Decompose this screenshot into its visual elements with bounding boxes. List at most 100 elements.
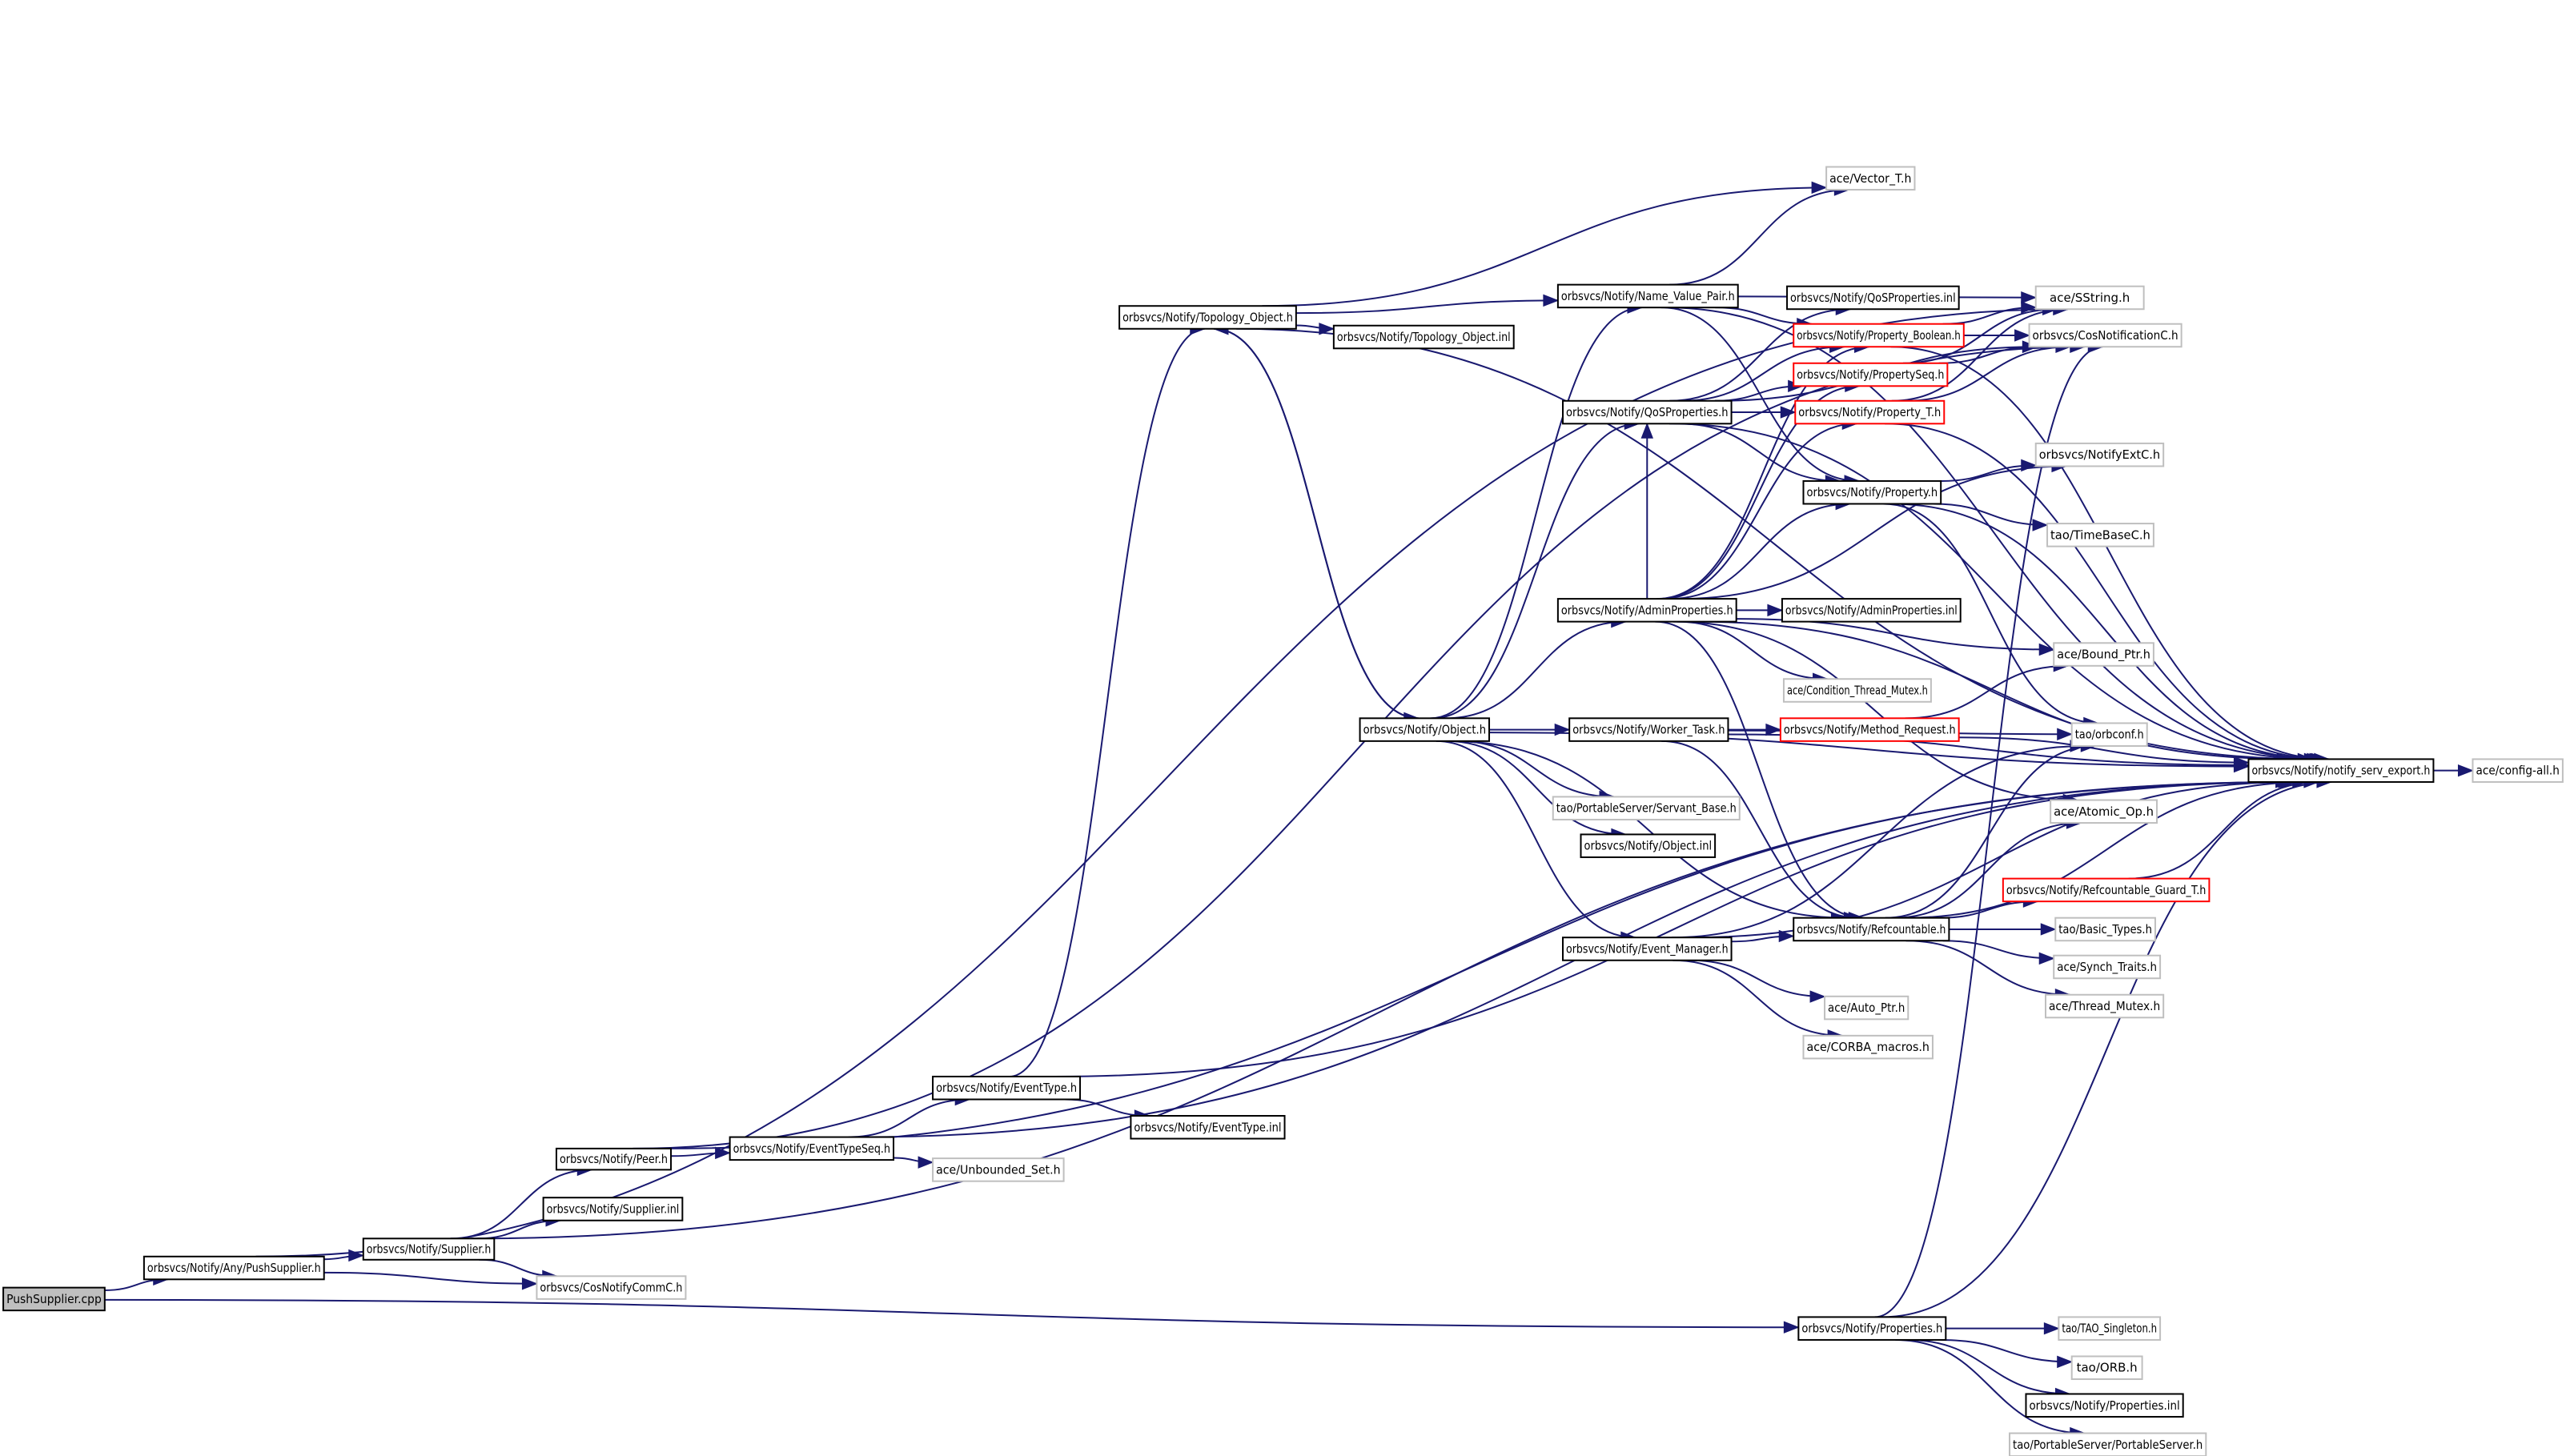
node-label: ace/Auto_Ptr.h [1828, 1001, 1905, 1016]
edge-line [1656, 346, 1869, 600]
node-label: orbsvcs/Notify/QoSProperties.inl [1790, 291, 1956, 305]
node-label: orbsvcs/Notify/Peer.h [560, 1152, 668, 1166]
graph-node[interactable]: orbsvcs/CosNotificationC.h [2028, 323, 2183, 348]
edge-line [1009, 327, 1205, 1077]
graph-node[interactable]: ace/Bound_Ptr.h [2053, 642, 2154, 667]
graph-node[interactable]: orbsvcs/Notify/Property_T.h [1794, 399, 1946, 425]
dependency-edge [1731, 929, 1795, 943]
node-box [1580, 833, 1717, 858]
node-label: tao/TAO_Singleton.h [2062, 1322, 2157, 1337]
graph-node[interactable]: ace/SString.h [2034, 285, 2145, 311]
graph-node[interactable]: ace/Thread_Mutex.h [2045, 993, 2165, 1019]
node-label: orbsvcs/Notify/Name_Value_Pair.h [1561, 289, 1735, 304]
dependency-edge [1432, 417, 1640, 720]
graph-node[interactable]: tao/ORB.h [2070, 1355, 2143, 1381]
dependency-edge [1940, 1338, 2074, 1369]
graph-node[interactable]: orbsvcs/Notify/Supplier.inl [542, 1197, 684, 1221]
graph-node[interactable]: orbsvcs/Notify/Name_Value_Pair.h [1556, 283, 1739, 309]
graph-node[interactable]: orbsvcs/Notify/Properties.h [1797, 1316, 1947, 1341]
graph-node[interactable]: ace/Synch_Traits.h [2053, 954, 2162, 980]
arrowhead-icon [2021, 291, 2038, 304]
graph-node[interactable]: tao/Basic_Types.h [2054, 917, 2156, 942]
graph-node[interactable]: orbsvcs/Notify/Any/PushSupplier.h [143, 1255, 325, 1281]
graph-node[interactable]: orbsvcs/Notify/Refcountable.h [1793, 917, 1950, 942]
graph-node[interactable]: tao/TimeBaseC.h [2046, 523, 2154, 548]
graph-node[interactable]: tao/PortableServer/PortableServer.h [2009, 1432, 2207, 1456]
graph-node[interactable]: orbsvcs/Notify/PropertySeq.h [1793, 362, 1949, 387]
graph-node[interactable]: tao/TAO_Singleton.h [2058, 1316, 2162, 1341]
node-box [1797, 1316, 1947, 1341]
graph-node[interactable]: orbsvcs/Notify/EventType.inl [1130, 1115, 1286, 1140]
graph-node[interactable]: orbsvcs/Notify/EventType.h [932, 1075, 1082, 1101]
node-label: ace/config-all.h [2476, 764, 2559, 778]
graph-node[interactable]: orbsvcs/Notify/Object.h [1359, 717, 1491, 742]
node-box [2050, 799, 2158, 824]
dependency-edge [671, 1146, 732, 1160]
node-label: ace/Condition_Thread_Mutex.h [1787, 684, 1928, 699]
graph-node[interactable]: orbsvcs/Notify/Properties.inl [2025, 1393, 2184, 1418]
graph-node[interactable]: orbsvcs/Notify/Topology_Object.inl [1332, 324, 1515, 350]
graph-node[interactable]: orbsvcs/Notify/QoSProperties.h [1562, 399, 1733, 425]
edge-line [1681, 346, 1845, 402]
graph-node[interactable]: tao/orbconf.h [2070, 722, 2148, 747]
node-box [1562, 399, 1733, 425]
edge-line [1295, 299, 1558, 315]
dependency-edge [1881, 776, 2333, 1318]
graph-node[interactable]: ace/CORBA_macros.h [1802, 1034, 1934, 1060]
graph-node[interactable]: orbsvcs/Notify/Event_Manager.h [1562, 937, 1733, 961]
edge-line [1696, 620, 2292, 760]
graph-node[interactable]: orbsvcs/Notify/EventTypeSeq.h [729, 1136, 895, 1161]
dependency-edge [104, 1298, 1800, 1334]
node-box [2, 1286, 106, 1312]
graph-node[interactable]: ace/Atomic_Op.h [2050, 799, 2158, 824]
graph-node[interactable]: ace/Vector_T.h [1825, 166, 1916, 191]
graph-node[interactable]: orbsvcs/Notify/Property_Boolean.h [1793, 323, 1965, 348]
graph-node[interactable]: orbsvcs/Notify/Worker_Task.h [1568, 717, 1729, 742]
node-box [555, 1147, 673, 1171]
node-label: orbsvcs/Notify/Topology_Object.inl [1337, 330, 1511, 345]
dependency-edge [1890, 346, 2331, 766]
graph-node[interactable]: orbsvcs/Notify/Method_Request.h [1779, 717, 1960, 742]
node-label: orbsvcs/Notify/Supplier.inl [547, 1201, 680, 1216]
graph-node[interactable]: orbsvcs/Notify/Peer.h [555, 1147, 673, 1171]
edge-line [471, 780, 2295, 1240]
dependency-edge [1655, 620, 1865, 925]
node-label: orbsvcs/Notify/EventType.h [936, 1081, 1077, 1095]
graph-node[interactable]: ace/Auto_Ptr.h [1824, 995, 1909, 1021]
graph-node[interactable]: orbsvcs/Notify/Property.h [1802, 479, 1942, 505]
node-label: ace/SString.h [2050, 291, 2130, 305]
graph-node[interactable]: orbsvcs/Notify/AdminProperties.inl [1781, 598, 1962, 623]
node-box [2034, 442, 2165, 467]
graph-node[interactable]: orbsvcs/Notify/Refcountable_Guard_T.h [2002, 877, 2211, 903]
dependency-edge [1905, 940, 2071, 1001]
graph-node[interactable]: orbsvcs/CosNotifyCommC.h [536, 1275, 687, 1300]
edge-line [1445, 620, 1626, 720]
edge-line [1436, 740, 1636, 939]
edge-line [1942, 940, 2054, 960]
node-label: tao/ORB.h [2077, 1361, 2138, 1375]
graph-node[interactable]: orbsvcs/Notify/Object.inl [1580, 833, 1717, 858]
graph-node[interactable]: orbsvcs/Notify/notify_serv_export.h [2247, 758, 2435, 783]
node-box [2070, 722, 2148, 747]
graph-node[interactable]: ace/config-all.h [2472, 758, 2564, 783]
edge-line [1677, 620, 1828, 680]
graph-node[interactable]: orbsvcs/Notify/QoSProperties.inl [1786, 285, 1960, 311]
dependency-edge [1295, 323, 1335, 335]
graph-node[interactable]: orbsvcs/NotifyExtC.h [2034, 442, 2165, 467]
arrowhead-icon [1767, 604, 1784, 617]
graph-node[interactable]: orbsvcs/Notify/Supplier.h [362, 1237, 496, 1261]
graph-node[interactable]: ace/Condition_Thread_Mutex.h [1782, 678, 1932, 703]
edge-line [1940, 1338, 2072, 1363]
dependency-edge [1295, 294, 1560, 315]
edge-line [1891, 308, 2068, 402]
graph-node[interactable]: orbsvcs/Notify/Topology_Object.h [1118, 305, 1297, 330]
graph-node[interactable]: PushSupplier.cpp [2, 1286, 106, 1312]
node-box [1793, 917, 1950, 942]
edge-line [848, 1098, 970, 1138]
edge-line [1689, 959, 1825, 998]
node-label: orbsvcs/CosNotifyCommC.h [540, 1281, 682, 1295]
graph-node[interactable]: tao/PortableServer/Servant_Base.h [1552, 796, 1741, 820]
dependency-edge [2433, 764, 2474, 777]
graph-node[interactable]: orbsvcs/Notify/AdminProperties.h [1556, 598, 1737, 623]
graph-node[interactable]: ace/Unbounded_Set.h [932, 1157, 1065, 1182]
